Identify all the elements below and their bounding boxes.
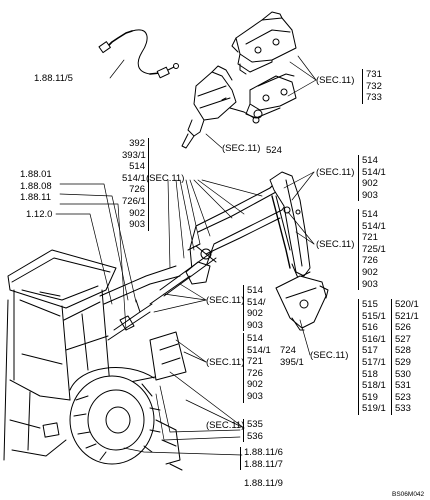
part-number: 518/1	[362, 380, 386, 392]
part-number: 903	[247, 319, 263, 331]
part-number: 393/1	[122, 149, 146, 161]
part-number: 725/1	[362, 243, 386, 255]
part-number: 514	[247, 333, 263, 344]
frame-ref-label: 1.12.0	[26, 209, 53, 220]
part-number: 514/1	[247, 344, 271, 356]
part-number: 733	[366, 92, 382, 104]
part-number: 514/1	[362, 220, 386, 232]
part-number: 903	[129, 219, 145, 231]
ref-number: 1.88.01	[20, 169, 52, 180]
tractor-cab-drawing	[3, 249, 187, 471]
part-number: 514	[362, 155, 378, 166]
sensor-cable-drawing	[98, 29, 179, 79]
figure-code: BS06M042	[392, 491, 425, 498]
leader-lines	[55, 55, 317, 456]
part-number: 732	[366, 80, 382, 92]
part-number: 515	[362, 299, 378, 310]
swing-parts-list: 514 514/1 721 726 902 903	[243, 333, 271, 403]
quick-coupler-drawing	[231, 11, 297, 119]
part-number: 726/1	[122, 195, 146, 207]
part-number: 726	[129, 184, 145, 196]
part-number: 731	[366, 69, 382, 80]
dipper-mid-parts-list: 514 514/1 721 725/1 726 902 903	[358, 209, 386, 291]
bucket-parts-col1: 515 515/1 516 516/1 517 517/1 518 518/1 …	[358, 299, 386, 415]
bottom-ref-label: 1.88.11/9	[244, 478, 283, 489]
swing-extra-parts: 724 395/1	[280, 345, 304, 368]
part-number: 530	[395, 368, 411, 380]
boom-drawing	[149, 175, 293, 305]
part-number: 515/1	[362, 310, 386, 322]
part-number: 903	[362, 278, 378, 290]
coupler-parts-list: 731 732 733	[362, 69, 382, 104]
ref-number: 1.88.08	[20, 180, 52, 192]
part-number: 903	[247, 390, 263, 402]
breaker-part-number: 524	[266, 145, 282, 156]
dipper-mid-section-label: (SEC.11)	[316, 239, 355, 250]
part-number: 514/1	[122, 172, 146, 184]
part-number: 514	[362, 209, 378, 220]
part-number: 726	[247, 367, 263, 379]
part-number: 721	[362, 232, 378, 244]
part-number: 520/1	[395, 299, 419, 310]
part-number: 535	[247, 419, 263, 430]
part-number: 521/1	[395, 310, 419, 322]
boom-cylinder-parts-list: 514 514/ 902 903	[243, 285, 266, 332]
part-number: 527	[395, 333, 411, 345]
part-number: 528	[395, 345, 411, 357]
bucket-section-label: (SEC.11)	[310, 350, 349, 361]
ref-number: 1.88.11/6	[244, 447, 283, 458]
bottom-ref-stack: 1.88.11/6 1.88.11/7	[240, 447, 283, 471]
boom-cylinder-section-label: (SEC.11)	[206, 295, 245, 306]
dipper-top-section-label: (SEC.11)	[316, 167, 355, 178]
cable-ref-label: 1.88.11/5	[34, 73, 73, 84]
part-number: 519/1	[362, 403, 386, 415]
part-number: 531	[395, 380, 411, 392]
lower-parts-list: 535 536	[243, 419, 263, 443]
part-number: 514/1	[362, 166, 386, 178]
part-number: 724	[280, 345, 296, 356]
boom-parts-list: 392 393/1 514 514/1 726 726/1 902 903	[122, 138, 149, 231]
part-number: 395/1	[280, 356, 304, 368]
part-number: 902	[247, 379, 263, 391]
part-number: 721	[247, 356, 263, 368]
part-number: 517	[362, 345, 378, 357]
boom-section-label: (SEC.11)	[146, 173, 185, 184]
bucket-parts-col2: 520/1 521/1 526 527 528 529 530 531 523 …	[391, 299, 419, 415]
part-number: 903	[362, 189, 378, 201]
part-number: 514/	[247, 296, 266, 308]
part-number: 514	[129, 161, 145, 173]
hydraulic-breaker-drawing	[181, 65, 260, 149]
part-number: 516/1	[362, 333, 386, 345]
part-number: 526	[395, 322, 411, 334]
breaker-section-label: (SEC.11)	[222, 143, 261, 154]
part-number: 726	[362, 255, 378, 267]
part-number: 523	[395, 391, 411, 403]
ref-number: 1.88.11/7	[244, 458, 283, 470]
part-number: 529	[395, 356, 411, 368]
left-ref-stack: 1.88.01 1.88.08 1.88.11	[20, 169, 52, 204]
part-number: 517/1	[362, 356, 386, 368]
dipper-top-parts-list: 514 514/1 902 903	[358, 155, 386, 202]
part-number: 536	[247, 430, 263, 442]
ref-number: 1.88.11	[20, 192, 51, 204]
part-number: 533	[395, 403, 411, 415]
part-number: 902	[129, 207, 145, 219]
part-number: 518	[362, 368, 378, 380]
part-number: 519	[362, 391, 378, 403]
dipper-and-bucket-drawing	[269, 171, 329, 331]
part-number: 902	[247, 308, 263, 320]
coupler-section-label: (SEC.11)	[316, 75, 355, 86]
part-number: 902	[362, 266, 378, 278]
lower-section-label: (SEC.11)	[206, 420, 245, 431]
part-number: 902	[362, 178, 378, 190]
part-number: 516	[362, 322, 378, 334]
swing-section-label: (SEC.11)	[206, 357, 245, 368]
part-number: 514	[247, 285, 263, 296]
part-number: 392	[129, 138, 145, 149]
